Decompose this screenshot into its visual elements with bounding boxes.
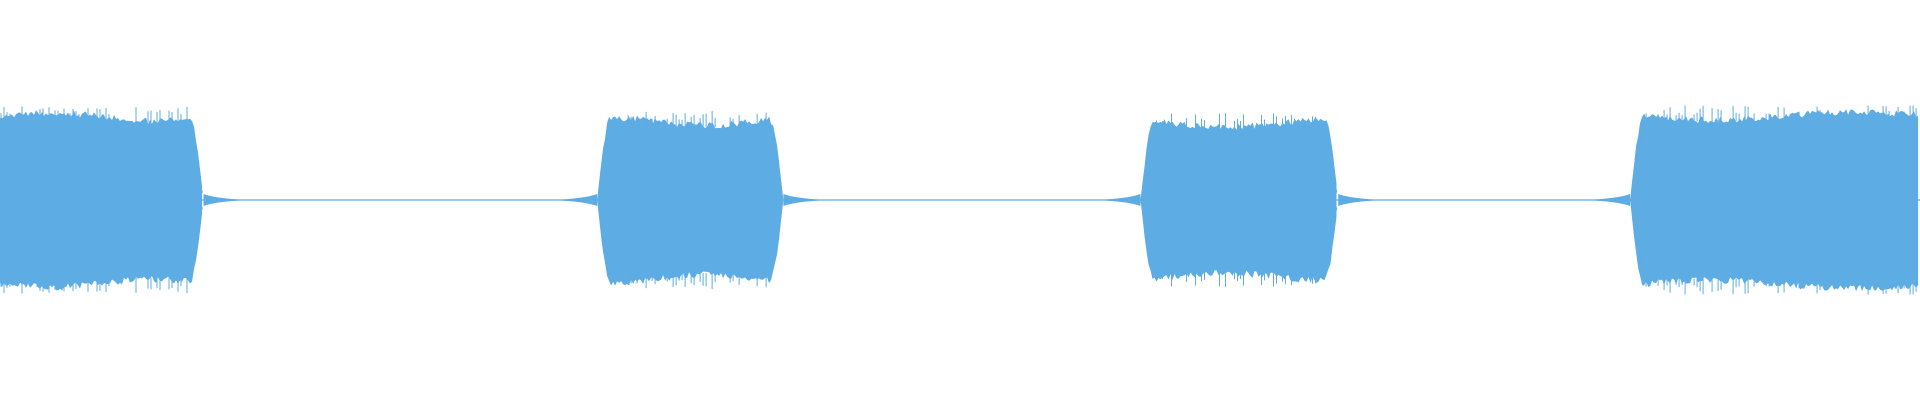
waveform-graphic bbox=[0, 105, 1920, 295]
